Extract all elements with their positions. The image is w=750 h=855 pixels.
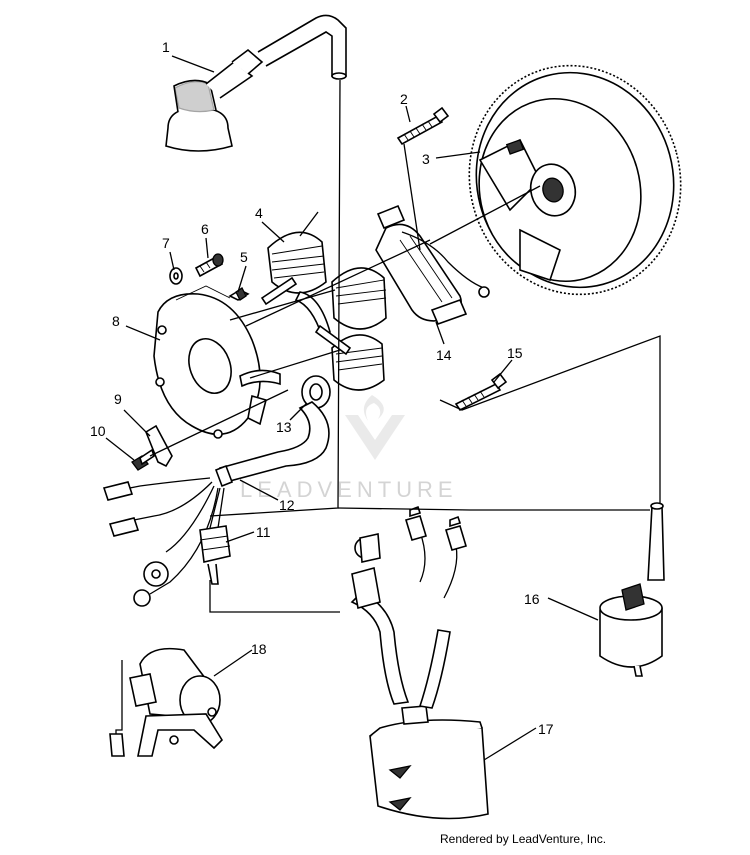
callout-10: 10 [90, 423, 106, 439]
assembly-lines [149, 79, 661, 613]
callout-9: 9 [114, 391, 122, 407]
callout-16: 16 [524, 591, 540, 607]
ignition-coil [599, 502, 665, 677]
callout-7: 7 [162, 235, 170, 251]
callout-2: 2 [400, 91, 408, 107]
callout-1: 1 [162, 39, 170, 55]
callout-3: 3 [422, 151, 430, 167]
rendered-by-credit: Rendered by LeadVenture, Inc. [440, 832, 607, 846]
cdi-box [350, 505, 489, 820]
screw-15 [454, 372, 508, 412]
callout-13: 13 [276, 419, 292, 435]
grommet [301, 375, 331, 409]
wire-clip-9 [145, 424, 173, 468]
callout-15: 15 [507, 345, 523, 361]
callout-8: 8 [112, 313, 120, 329]
stator-coils [260, 231, 387, 391]
washer-7 [169, 267, 183, 285]
screw-10 [131, 448, 155, 471]
callout-18: 18 [251, 641, 267, 657]
wire-harness [102, 401, 330, 607]
callout-17: 17 [538, 721, 554, 737]
stator-plate [153, 285, 281, 439]
watermark-text: LEADVENTURE [240, 477, 458, 502]
callout-4: 4 [255, 205, 263, 221]
callout-12: 12 [279, 497, 295, 513]
callout-5: 5 [240, 249, 248, 265]
watermark-logo [345, 395, 405, 460]
screw-2 [396, 106, 450, 146]
flywheel [468, 64, 682, 296]
pulser-coil [375, 204, 490, 326]
callout-11: 11 [256, 524, 271, 540]
callout-14: 14 [436, 347, 452, 363]
spark-plug-cap [165, 14, 347, 152]
callout-6: 6 [201, 221, 209, 237]
screw-6 [194, 253, 224, 278]
starter-solenoid [109, 647, 224, 757]
leader-lines [105, 55, 599, 761]
connector-11 [199, 525, 231, 585]
callout-labels: 1 2 3 4 5 6 7 8 9 10 11 12 13 14 15 16 1… [90, 39, 554, 737]
